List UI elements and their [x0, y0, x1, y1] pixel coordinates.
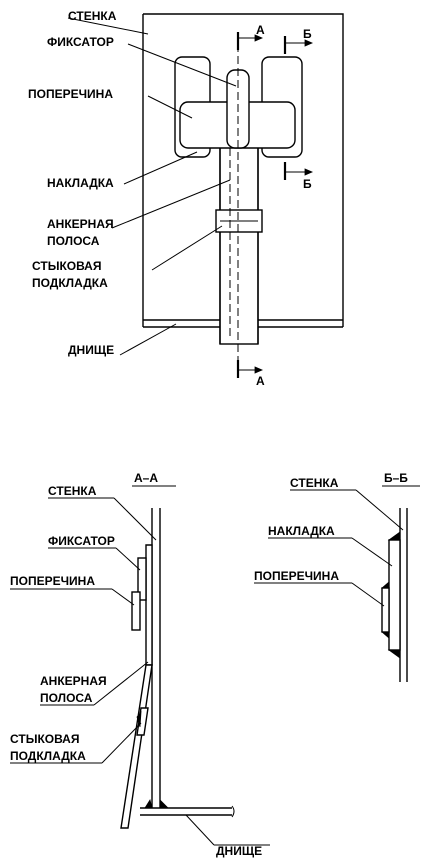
section-b-bottom-arrowhead — [304, 168, 314, 176]
section-b-top-arrowhead — [304, 39, 314, 47]
bb-leader-nakladka — [351, 537, 393, 567]
aa-bottom-break — [231, 805, 235, 818]
aa-label-stykovaya-2: ПОДКЛАДКА — [10, 749, 86, 763]
label-stykovaya-1: СТЫКОВАЯ — [32, 259, 101, 273]
wall-plate — [142, 13, 344, 327]
aa-label-dnishche: ДНИЩЕ — [216, 844, 262, 858]
section-a-top-label: А — [256, 23, 265, 37]
aa-label-stykovaya-1: СТЫКОВАЯ — [10, 732, 79, 746]
label-ankernaya-2: ПОЛОСА — [47, 234, 100, 248]
top-view: А А Б Б СТЕНКА ФИКСАТОР ПОПЕРЕЧИНА НАКЛА… — [28, 9, 344, 388]
bb-crossbar — [381, 587, 390, 633]
aa-anchor-strip — [120, 664, 153, 829]
bb-label-stenka: СТЕНКА — [290, 476, 339, 490]
section-bb-title: Б–Б — [384, 471, 408, 485]
section-a-top-arrowhead — [254, 34, 264, 42]
section-b-bottom-label: Б — [303, 177, 312, 191]
leader-fiksator — [127, 43, 237, 87]
section-b-top-label: Б — [303, 27, 312, 41]
section-aa: А–А СТЕНКА — [10, 471, 270, 858]
aa-leader-stykovaya — [101, 722, 142, 764]
aa-label-ankernaya-1: АНКЕРНАЯ — [40, 674, 107, 688]
aa-cover-plate — [137, 557, 147, 601]
bb-weld-crossbar-bottom — [380, 631, 390, 639]
bb-leader-poperechina — [351, 582, 385, 607]
aa-label-fiksator: ФИКСАТОР — [48, 534, 115, 548]
label-stenka: СТЕНКА — [68, 9, 117, 23]
label-nakladka: НАКЛАДКА — [47, 176, 114, 190]
section-bb: Б–Б СТЕНКА НАКЛАДКА ПОПЕРЕЧИНА — [254, 471, 420, 682]
leader-dnishche — [119, 323, 177, 356]
aa-weld-bottom-left — [144, 798, 153, 809]
label-poperechina: ПОПЕРЕЧИНА — [28, 87, 113, 101]
bb-leader-stenka — [355, 489, 404, 531]
label-fiksator: ФИКСАТОР — [47, 35, 114, 49]
bb-weld-bottom — [387, 649, 401, 659]
aa-leader-stenka — [113, 497, 157, 541]
aa-label-stenka: СТЕНКА — [48, 484, 97, 498]
label-ankernaya-1: АНКЕРНАЯ — [47, 217, 114, 231]
aa-leader-poperechina — [111, 588, 135, 606]
label-dnishche: ДНИЩЕ — [68, 343, 114, 357]
bb-weld-top — [387, 531, 401, 541]
leader-stenka — [67, 17, 149, 35]
leader-stykovaya — [151, 225, 223, 271]
aa-weld-pad — [136, 710, 142, 728]
bb-cover-plate — [388, 539, 401, 651]
bb-label-nakladka: НАКЛАДКА — [268, 524, 335, 538]
bb-label-poperechina: ПОПЕРЕЧИНА — [254, 569, 339, 583]
aa-leader-dnishche — [185, 814, 215, 846]
aa-fixator-strip — [145, 544, 153, 666]
aa-label-ankernaya-2: ПОЛОСА — [40, 691, 93, 705]
section-a-bottom-label: А — [256, 374, 265, 388]
leader-nakladka — [123, 151, 198, 185]
leader-ankernaya — [111, 179, 231, 229]
aa-leader-ankernaya — [93, 661, 149, 706]
label-stykovaya-2: ПОДКЛАДКА — [32, 276, 108, 290]
section-a-bottom-arrowhead — [254, 366, 264, 374]
aa-crossbar — [131, 591, 141, 631]
bb-weld-crossbar-top — [380, 581, 390, 589]
aa-weld-bottom-right — [159, 799, 169, 809]
aa-label-poperechina: ПОПЕРЕЧИНА — [10, 574, 95, 588]
section-aa-title: А–А — [134, 471, 158, 485]
leader-poperechina — [147, 95, 193, 119]
aa-leader-fiksator — [115, 547, 141, 571]
